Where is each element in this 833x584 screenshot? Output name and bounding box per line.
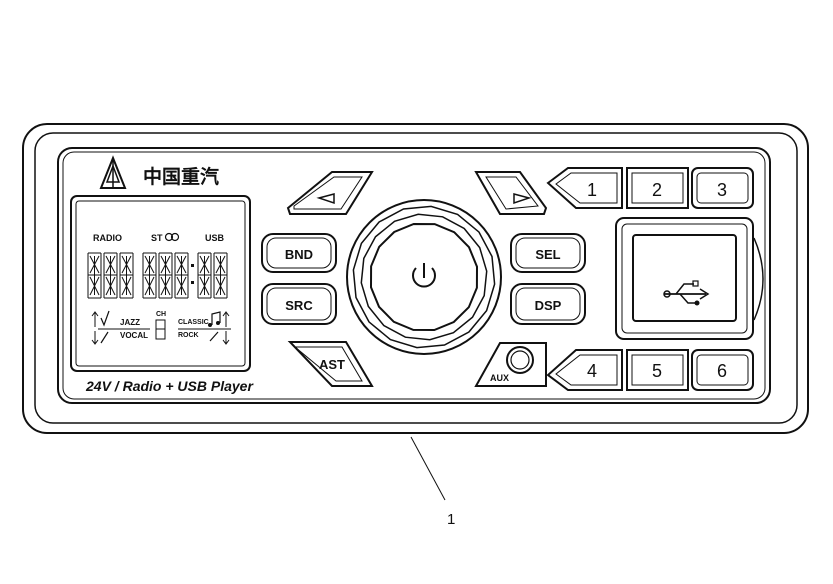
preset-1-label: 1 — [587, 180, 597, 200]
preset-6-label: 6 — [717, 361, 727, 381]
src-button-label: SRC — [285, 298, 313, 313]
usb-icon — [663, 280, 710, 306]
bnd-button[interactable] — [261, 233, 337, 273]
lcd-digit — [158, 252, 173, 299]
leader-line — [410, 436, 446, 501]
preset-button-6[interactable] — [691, 349, 754, 391]
callout-number: 1 — [447, 511, 455, 528]
lcd-digit — [197, 252, 212, 299]
preset-button-2[interactable] — [626, 167, 689, 209]
preset-button-3[interactable] — [691, 167, 754, 209]
preset-button-1[interactable] — [546, 167, 623, 209]
music-note-icon — [208, 311, 221, 327]
dsp-button-label: DSP — [535, 298, 562, 313]
lcd-indicators — [91, 310, 231, 345]
lcd-digit — [142, 252, 157, 299]
lcd-classic-label: CLASSIC — [178, 319, 209, 326]
left-triangle-icon — [316, 193, 335, 205]
lcd-vocal-label: VOCAL — [120, 331, 148, 340]
lcd-digit — [103, 252, 118, 299]
stereo-icon — [164, 232, 180, 242]
sinotruk-logo-icon — [99, 155, 127, 189]
lcd-radio-label: RADIO — [93, 233, 122, 243]
lcd-digit — [174, 252, 189, 299]
lcd-digit — [87, 252, 102, 299]
tagline: 24V / Radio + USB Player — [85, 378, 254, 394]
front-panel — [57, 147, 771, 404]
preset-3-label: 3 — [717, 180, 727, 200]
preset-4-label: 4 — [587, 361, 597, 381]
brand-name: 中国重汽 — [143, 165, 219, 188]
aux-label: AUX — [490, 373, 509, 383]
ast-button[interactable] — [287, 341, 374, 387]
lcd-screen — [75, 200, 246, 367]
lcd-st-label: ST — [151, 233, 163, 243]
usb-port[interactable] — [615, 217, 764, 340]
dsp-button[interactable] — [510, 283, 586, 325]
lcd-rock-label: ROCK — [178, 332, 199, 339]
aux-jack[interactable] — [474, 342, 547, 387]
preset-button-4[interactable] — [546, 349, 623, 391]
front-panel-inner — [62, 151, 766, 400]
lcd-jazz-label: JAZZ — [120, 318, 140, 327]
lcd-ch-label: CH — [156, 311, 166, 318]
lcd-frame — [70, 195, 251, 372]
right-triangle-icon — [513, 193, 532, 205]
sel-button-label: SEL — [535, 247, 560, 262]
lcd-digit — [119, 252, 134, 299]
power-icon — [412, 263, 436, 288]
lcd-digit — [213, 252, 228, 299]
preset-5-label: 5 — [652, 361, 662, 381]
lcd-colon — [191, 264, 194, 284]
volume-power-knob[interactable] — [346, 199, 502, 355]
lcd-digit-row — [87, 252, 228, 299]
next-button[interactable] — [474, 171, 548, 215]
preset-2-label: 2 — [652, 180, 662, 200]
src-button[interactable] — [261, 283, 337, 325]
sel-button[interactable] — [510, 233, 586, 273]
outer-housing — [22, 123, 809, 434]
inner-bezel — [34, 132, 798, 424]
lcd-usb-label: USB — [205, 233, 225, 243]
ast-button-label: AST — [319, 357, 345, 372]
preset-button-5[interactable] — [626, 349, 689, 391]
bnd-button-label: BND — [285, 247, 313, 262]
prev-button[interactable] — [286, 171, 374, 215]
